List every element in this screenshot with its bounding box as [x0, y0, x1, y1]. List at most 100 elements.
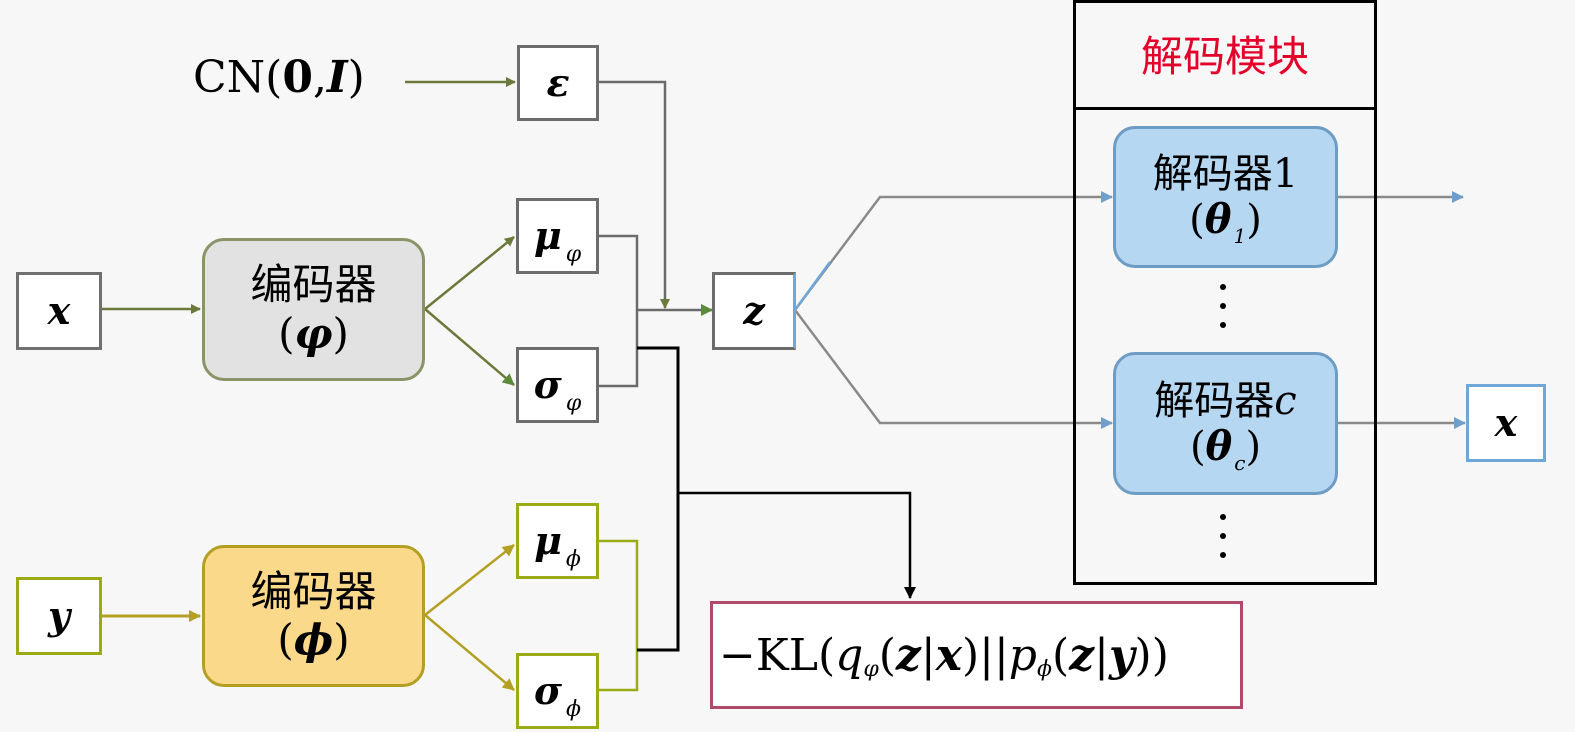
- z-symbol: z: [743, 288, 765, 334]
- arrow-z-to-decoder-1: [794, 191, 1113, 311]
- kl-rparen: ): [1151, 629, 1169, 681]
- ellipsis-vertical-2: [1218, 514, 1228, 558]
- encoder-y-param: (ϕ): [277, 615, 350, 664]
- kl-sep: ||: [979, 629, 1009, 681]
- paren-close: ): [1246, 197, 1262, 243]
- x-input-symbol: x: [47, 288, 71, 334]
- paren-close: ): [332, 308, 349, 358]
- mu-symbol: μ: [534, 518, 562, 563]
- sigma-symbol: σ: [533, 668, 563, 713]
- arrow-to-kl: [678, 491, 916, 599]
- kl-p-z: z: [1069, 629, 1095, 681]
- noise-distribution-label: CN(0,I): [193, 52, 365, 103]
- kl-q-bar: |: [920, 629, 936, 681]
- mu-subscript: φ: [565, 242, 582, 267]
- sigma-symbol: σ: [533, 362, 562, 407]
- decoder-c-label: 解码器c: [1154, 378, 1296, 424]
- epsilon-node: ε: [517, 45, 599, 121]
- x-output-symbol: x: [1494, 400, 1518, 446]
- decoder-module: [1073, 0, 1377, 585]
- z-branch-blue-highlight: [793, 261, 832, 311]
- kl-minus: −: [719, 629, 756, 681]
- dot: [1220, 303, 1226, 309]
- dot: [1220, 284, 1226, 290]
- arrow-encoder-to-mu-phi: [424, 236, 515, 310]
- kl-p-y: y: [1108, 629, 1135, 681]
- kl-q-z: z: [895, 629, 921, 681]
- noise-prefix: CN(: [193, 52, 283, 103]
- kl-lparen: (: [817, 629, 836, 681]
- decoder-label-text: 解码器: [1154, 377, 1275, 424]
- paren-open: (: [1189, 197, 1205, 243]
- noise-mean: 0: [282, 52, 313, 103]
- bracket-mu-phi: [598, 234, 639, 388]
- kl-line-from-x-branch: [637, 346, 680, 652]
- encoder-y-param-symbol: ϕ: [293, 615, 334, 664]
- encoder-x: 编码器 (φ): [202, 238, 425, 381]
- decoder-module-title: 解码模块: [1073, 0, 1377, 110]
- noise-sep: ,: [312, 52, 327, 103]
- paren-close: ): [1245, 423, 1262, 470]
- decoder-index: 1: [1272, 151, 1299, 197]
- x-output-node: x: [1466, 384, 1546, 462]
- kl-p-rp: ): [1134, 629, 1152, 681]
- kl-label: KL: [755, 629, 818, 681]
- encoder-x-label: 编码器: [250, 260, 377, 310]
- theta-symbol: θ: [1204, 196, 1232, 243]
- dot: [1220, 533, 1226, 539]
- encoder-x-param-symbol: φ: [294, 308, 333, 358]
- theta-subscript: c: [1234, 450, 1246, 475]
- decoder-1-label: 解码器1: [1153, 151, 1298, 197]
- arrow-encoder-to-mu-phi-y: [424, 544, 515, 616]
- encoder-y-label: 编码器: [250, 566, 377, 616]
- arrow-z-to-decoder-c: [794, 309, 1113, 429]
- kl-q-rp: ): [961, 629, 980, 681]
- z-node: z: [712, 272, 796, 350]
- kl-p-bar: |: [1094, 629, 1109, 681]
- decoder-module-title-text: 解码模块: [1140, 32, 1309, 81]
- paren-open: (: [278, 308, 295, 358]
- mu-symbol: μ: [533, 213, 562, 258]
- kl-p: p: [1008, 629, 1037, 681]
- mu-subscript: ϕ: [565, 547, 581, 572]
- y-input-symbol: y: [47, 593, 71, 639]
- encoder-y: 编码器 (ϕ): [202, 545, 425, 687]
- x-input-node: x: [16, 272, 102, 350]
- paren-open: (: [277, 615, 294, 664]
- encoder-x-param: (φ): [278, 308, 349, 358]
- decoder-index: c: [1274, 377, 1297, 424]
- kl-p-sub: ϕ: [1036, 656, 1052, 682]
- theta-subscript: 1: [1233, 224, 1247, 248]
- arrow-encoder-to-sigma-phi-y: [424, 614, 515, 691]
- dot: [1220, 514, 1226, 520]
- sigma-subscript: ϕ: [566, 697, 582, 722]
- dot: [1220, 322, 1226, 328]
- sigma-subscript: φ: [565, 391, 582, 416]
- decoder-label-text: 解码器: [1152, 151, 1273, 197]
- paren-open: (: [1189, 423, 1206, 470]
- kl-q-sub: φ: [863, 656, 879, 682]
- kl-q-lp: (: [878, 629, 896, 681]
- paren-close: ): [333, 615, 350, 664]
- noise-suffix: ): [347, 52, 365, 103]
- theta-symbol: θ: [1205, 422, 1233, 470]
- epsilon-symbol: ε: [546, 60, 570, 106]
- bracket-y: [598, 539, 639, 692]
- dot: [1220, 552, 1226, 558]
- kl-q-x: x: [935, 629, 962, 681]
- kl-q: q: [835, 629, 864, 681]
- arrow-epsilon-to-z: [598, 80, 670, 309]
